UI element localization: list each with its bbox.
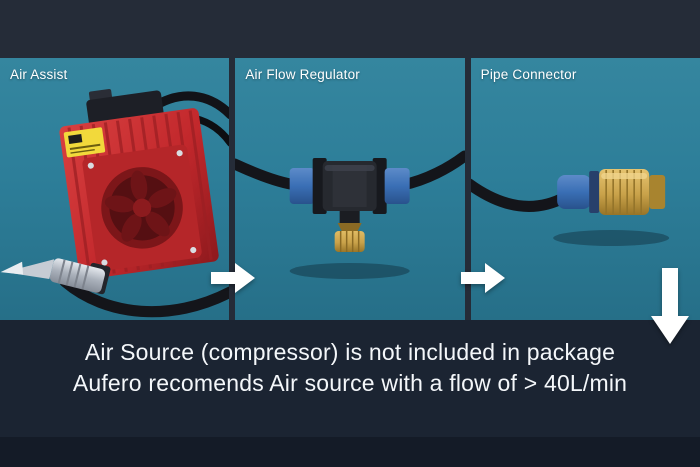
bottom-strip (0, 437, 700, 467)
footer-line-1: Air Source (compressor) is not included … (84, 339, 616, 365)
panel-label: Air Assist (10, 67, 68, 82)
panel-row: Air Assist (0, 58, 700, 320)
down-arrow-icon (651, 268, 689, 349)
pipe-connector-image (470, 169, 669, 246)
right-arrow-icon (211, 263, 255, 298)
panel-label: Pipe Connector (480, 67, 577, 82)
panel-air-assist: Air Assist (0, 58, 230, 320)
air-flow-regulator-image (235, 150, 465, 279)
nozzle (0, 258, 111, 295)
air-assist-module-image (0, 88, 230, 318)
panel-air-flow-regulator: Air Flow Regulator (235, 58, 465, 320)
panel-label: Air Flow Regulator (245, 67, 360, 82)
right-arrow-icon (461, 263, 505, 298)
footer-line-2: Aufero recomends Air source with a flow … (72, 370, 628, 396)
panel-pipe-connector: Pipe Connector (470, 58, 700, 320)
footer-note: Air Source (compressor) is not included … (0, 320, 700, 437)
